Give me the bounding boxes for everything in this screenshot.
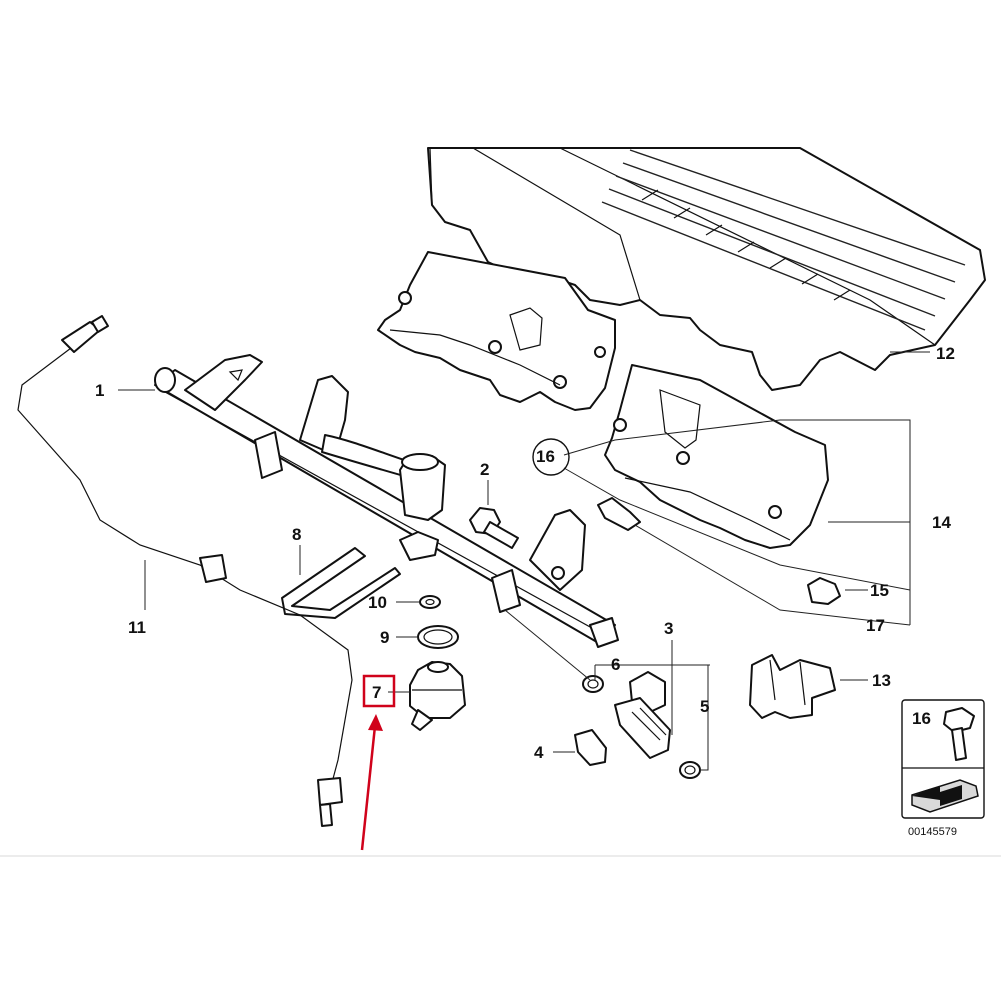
injector-seal-upper bbox=[582, 675, 604, 693]
diagram-reference-number: 00145579 bbox=[908, 826, 957, 838]
legend-bolt-icon bbox=[943, 707, 975, 761]
legend-number: 16 bbox=[912, 709, 931, 728]
retaining-clip bbox=[597, 497, 641, 531]
callout-8: 8 bbox=[292, 525, 301, 544]
o-ring bbox=[417, 625, 459, 649]
callout-7: 7 bbox=[372, 683, 381, 702]
callout-16: 16 bbox=[536, 447, 555, 466]
callout-4: 4 bbox=[534, 743, 544, 762]
oxygen-sensor-wiring bbox=[17, 315, 353, 827]
callout-5: 5 bbox=[700, 697, 709, 716]
coil-holder-upper bbox=[377, 251, 616, 411]
highlight-arrow-head bbox=[368, 714, 383, 731]
callout-14: 14 bbox=[932, 513, 951, 532]
callout-9: 9 bbox=[380, 628, 389, 647]
callout-10: 10 bbox=[368, 593, 387, 612]
fuel-injector bbox=[614, 671, 671, 759]
highlight-arrow-shaft bbox=[360, 725, 377, 851]
callout-12: 12 bbox=[936, 344, 955, 363]
callout-17: 17 bbox=[866, 616, 885, 635]
highlight-box bbox=[362, 674, 396, 708]
mounting-bracket bbox=[749, 654, 836, 719]
callout-11: 11 bbox=[128, 618, 146, 637]
callout-13: 13 bbox=[872, 671, 891, 690]
cable-clip bbox=[807, 577, 841, 605]
leader-lines bbox=[118, 351, 930, 771]
bolt bbox=[469, 507, 519, 549]
coil-holder-lower bbox=[604, 364, 829, 549]
seal-ring bbox=[419, 595, 441, 609]
fuel-pressure-regulator bbox=[409, 661, 466, 731]
callout-16-circle bbox=[532, 438, 570, 476]
injector-seal-lower bbox=[679, 761, 701, 779]
callout-1: 1 bbox=[95, 381, 104, 400]
legend-box: 16 bbox=[901, 699, 985, 819]
callout-15: 15 bbox=[870, 581, 889, 600]
fuel-rail bbox=[154, 354, 619, 648]
callout-2: 2 bbox=[480, 460, 489, 479]
callout-3: 3 bbox=[664, 619, 673, 638]
legend-arrow-icon bbox=[911, 779, 979, 813]
wire-clip bbox=[281, 547, 401, 619]
callout-6: 6 bbox=[611, 655, 620, 674]
injector-clip bbox=[574, 729, 607, 766]
